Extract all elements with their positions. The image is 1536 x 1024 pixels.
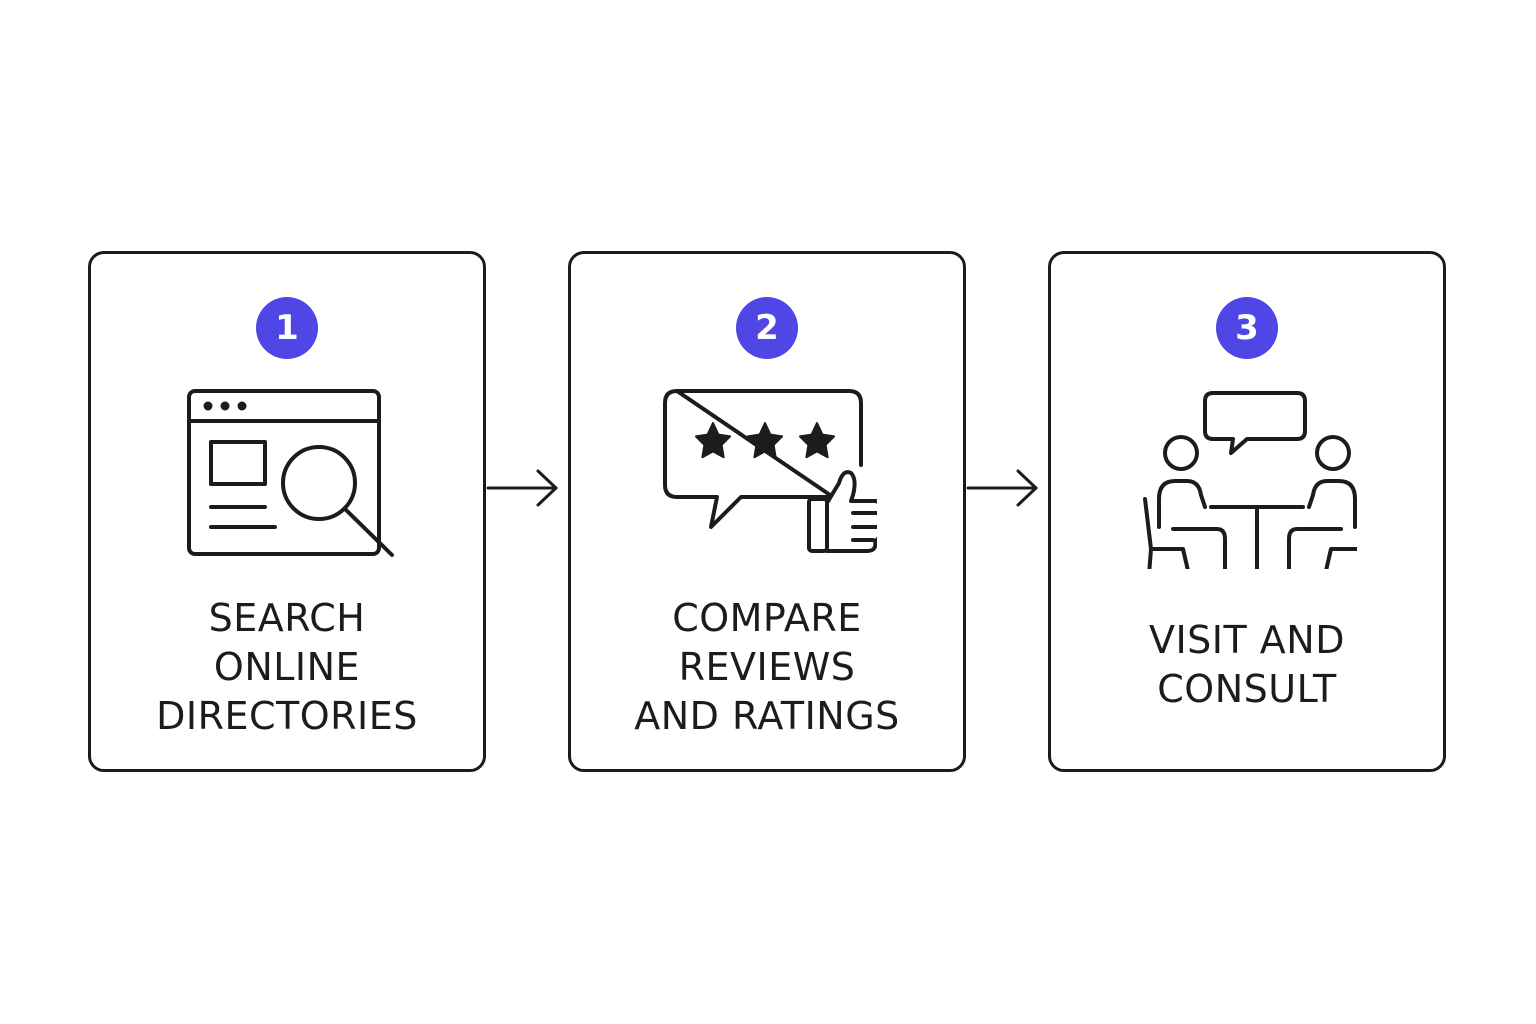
label-line: ONLINE [213,645,361,689]
label-line: COMPARE [672,596,862,640]
label-line: SEARCH [208,596,366,640]
browser-search-icon [177,379,397,569]
label-line: DIRECTORIES [156,694,418,738]
step-card-search: 1 SEARCH ONLINE DIRECTORIES [88,251,486,772]
step-card-compare: 2 COMPARE REVIEWS AND RATINGS [568,251,966,772]
right-arrow-icon [486,467,560,509]
label-line: REVIEWS [678,645,856,689]
label-line: AND RATINGS [634,694,900,738]
label-line: CONSULT [1157,667,1337,711]
step-number-badge: 1 [256,297,318,359]
step-number-badge: 2 [736,297,798,359]
step-label: VISIT AND CONSULT [1051,616,1443,714]
step-label: COMPARE REVIEWS AND RATINGS [571,594,963,741]
review-stars-thumbs-up-icon [657,379,877,569]
right-arrow-icon [966,467,1040,509]
label-line: VISIT AND [1148,618,1345,662]
step-card-visit: 3 VISIT AND CONSULT [1048,251,1446,772]
step-number-badge: 3 [1216,297,1278,359]
step-label: SEARCH ONLINE DIRECTORIES [91,594,483,741]
consultation-meeting-icon [1137,379,1357,569]
